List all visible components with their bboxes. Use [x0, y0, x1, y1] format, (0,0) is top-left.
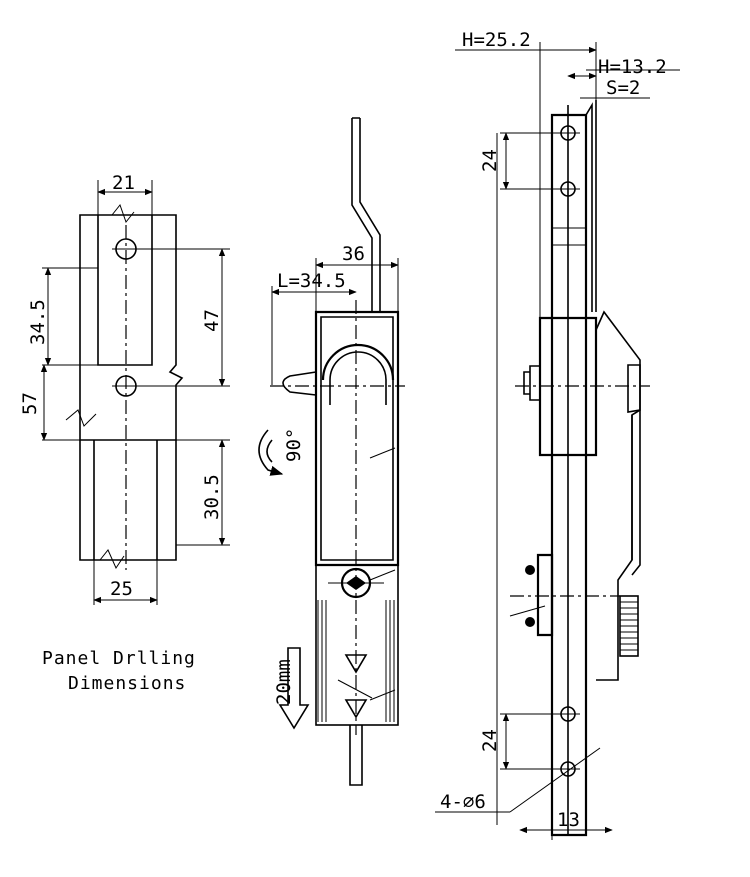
- side-view: H=25.2 H=13.2 S=2 24 24 4-∅6 13: [435, 29, 680, 840]
- dim-36: 36: [342, 243, 365, 265]
- top-rod: [351, 117, 381, 312]
- dim-right-47: 47: [201, 309, 223, 332]
- cam-circle: [321, 343, 395, 381]
- dim-bottom-24: 24: [479, 729, 501, 752]
- dim-13: 13: [557, 809, 580, 831]
- bar-edge: [585, 100, 597, 312]
- dim-left-34-5: 34.5: [27, 299, 49, 345]
- caption-line-2: Dimensions: [68, 673, 186, 694]
- break-mark-bottom: [99, 549, 125, 570]
- dim-h-13-2: H=13.2: [598, 56, 667, 78]
- dim-h-25-2: H=25.2: [462, 29, 531, 51]
- dim-holes: 4-∅6: [440, 791, 486, 813]
- dim-top-width: 21: [112, 172, 135, 194]
- break-mark-left: [65, 409, 97, 427]
- lock-housing: [315, 564, 399, 726]
- upper-slot: [97, 215, 153, 366]
- dim-top-24: 24: [479, 149, 501, 172]
- travel-arrow: [278, 647, 310, 730]
- handle-block: [538, 316, 598, 457]
- dim-left-57: 57: [19, 392, 41, 415]
- cylinder-side: [536, 553, 554, 637]
- dim-right-30-5: 30.5: [201, 474, 223, 520]
- knob: [523, 365, 540, 401]
- grip-ribs: [619, 595, 639, 657]
- caption-line-1: Panel Drlling: [42, 648, 196, 669]
- travel-distance: 20mm: [273, 659, 295, 705]
- lower-slot: [93, 440, 158, 560]
- arrow-marker-2: [344, 699, 368, 719]
- dim-bottom-width: 25: [110, 578, 133, 600]
- upper-cutout: [79, 214, 184, 441]
- handle-lever: [595, 310, 641, 681]
- arrow-marker-1: [344, 654, 368, 674]
- break-mark-top: [111, 203, 135, 224]
- dim-s-2: S=2: [606, 77, 640, 99]
- side-lever: [282, 371, 317, 396]
- rotation-angle: 90°: [283, 428, 305, 462]
- front-view: 36 L=34.5 90° 20mm: [258, 117, 405, 786]
- dim-l-34-5: L=34.5: [277, 270, 346, 292]
- lower-cutout: [79, 440, 177, 561]
- side-bar: [550, 113, 588, 837]
- rotation-arrow: [258, 429, 284, 476]
- handle-body: [314, 310, 400, 567]
- bottom-rod: [349, 725, 363, 786]
- panel-drilling-view: 21 34.5 57 47 30.5 25 Panel Drlling Dime…: [19, 172, 230, 694]
